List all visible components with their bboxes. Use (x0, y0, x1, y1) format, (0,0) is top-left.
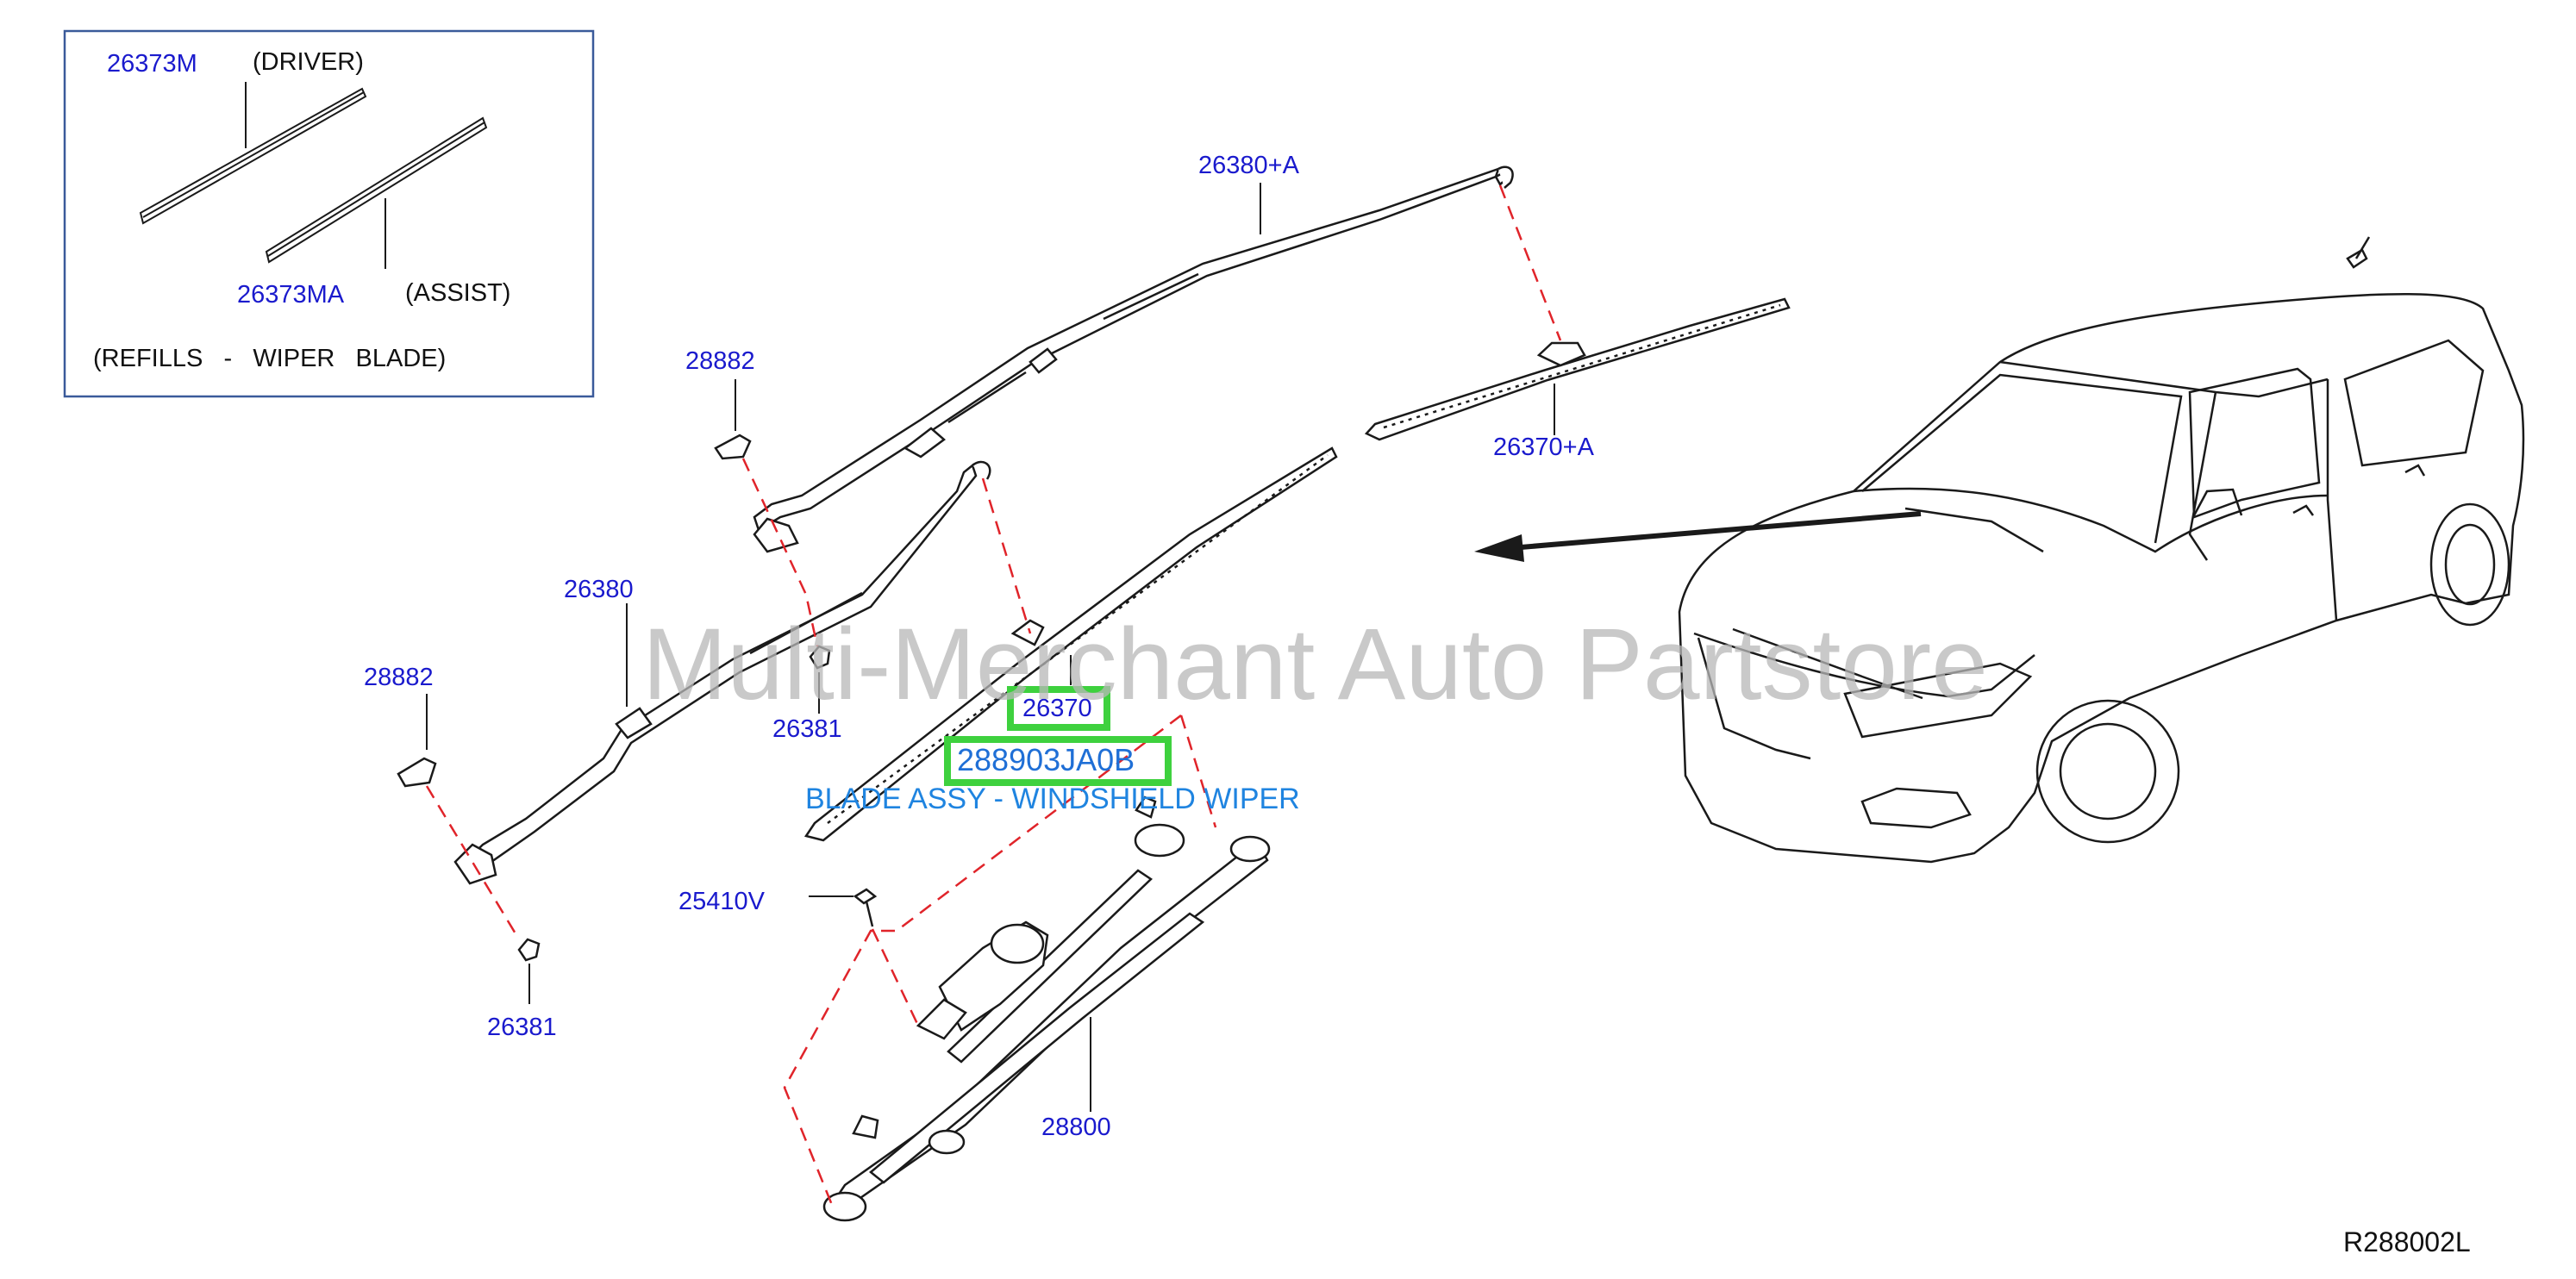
label-blade-driver: 26370 (1022, 695, 1092, 722)
part-description: BLADE ASSY - WINDSHIELD WIPER (805, 783, 1300, 815)
label-arm-passenger: 26380+A (1198, 152, 1299, 179)
label-cap-lower: 28882 (364, 664, 434, 691)
cap-lower (397, 757, 437, 788)
bolt (853, 888, 878, 927)
dashed-leader-lines (425, 184, 1562, 1206)
refill-driver-part-number: 26373M (107, 50, 197, 78)
linkage-motor-assembly (822, 795, 1271, 1222)
refill-driver-strip (139, 87, 367, 225)
direction-arrow (1474, 511, 1922, 562)
label-linkage-motor: 28800 (1041, 1114, 1111, 1141)
label-bolt: 25410V (678, 888, 765, 915)
refills-inset-box (63, 29, 595, 398)
wiper-blade-passenger (1364, 297, 1791, 441)
wiper-arm-driver (453, 460, 991, 885)
cap-upper (714, 434, 752, 460)
refill-assist-part-number: 26373MA (237, 281, 345, 309)
label-blade-passenger: 26370+A (1493, 434, 1594, 461)
highlight-box-blade (1007, 686, 1110, 731)
wiper-blade-driver (803, 446, 1338, 842)
watermark: Multi-Merchant Auto Partstore (642, 608, 1988, 721)
highlight-box-part-number[interactable] (944, 736, 1172, 786)
label-cap-upper: 28882 (685, 347, 755, 375)
diagram-code: R288002L (2343, 1226, 2471, 1257)
label-nut-lower: 26381 (487, 1014, 557, 1041)
nut-upper (809, 645, 831, 670)
highlighted-part-number[interactable]: 288903JA0B (957, 742, 1135, 777)
refill-assist-label: (ASSIST) (405, 279, 511, 307)
nut-lower (517, 938, 541, 962)
refill-assist-strip (265, 116, 488, 264)
refills-caption: (REFILLS - WIPER BLADE) (93, 345, 447, 372)
label-nut-upper: 26381 (772, 715, 842, 743)
refill-driver-label: (DRIVER) (253, 48, 364, 76)
vehicle-illustration (1678, 236, 2525, 864)
label-arm-driver: 26380 (564, 576, 634, 603)
wiper-arm-passenger (753, 165, 1514, 553)
